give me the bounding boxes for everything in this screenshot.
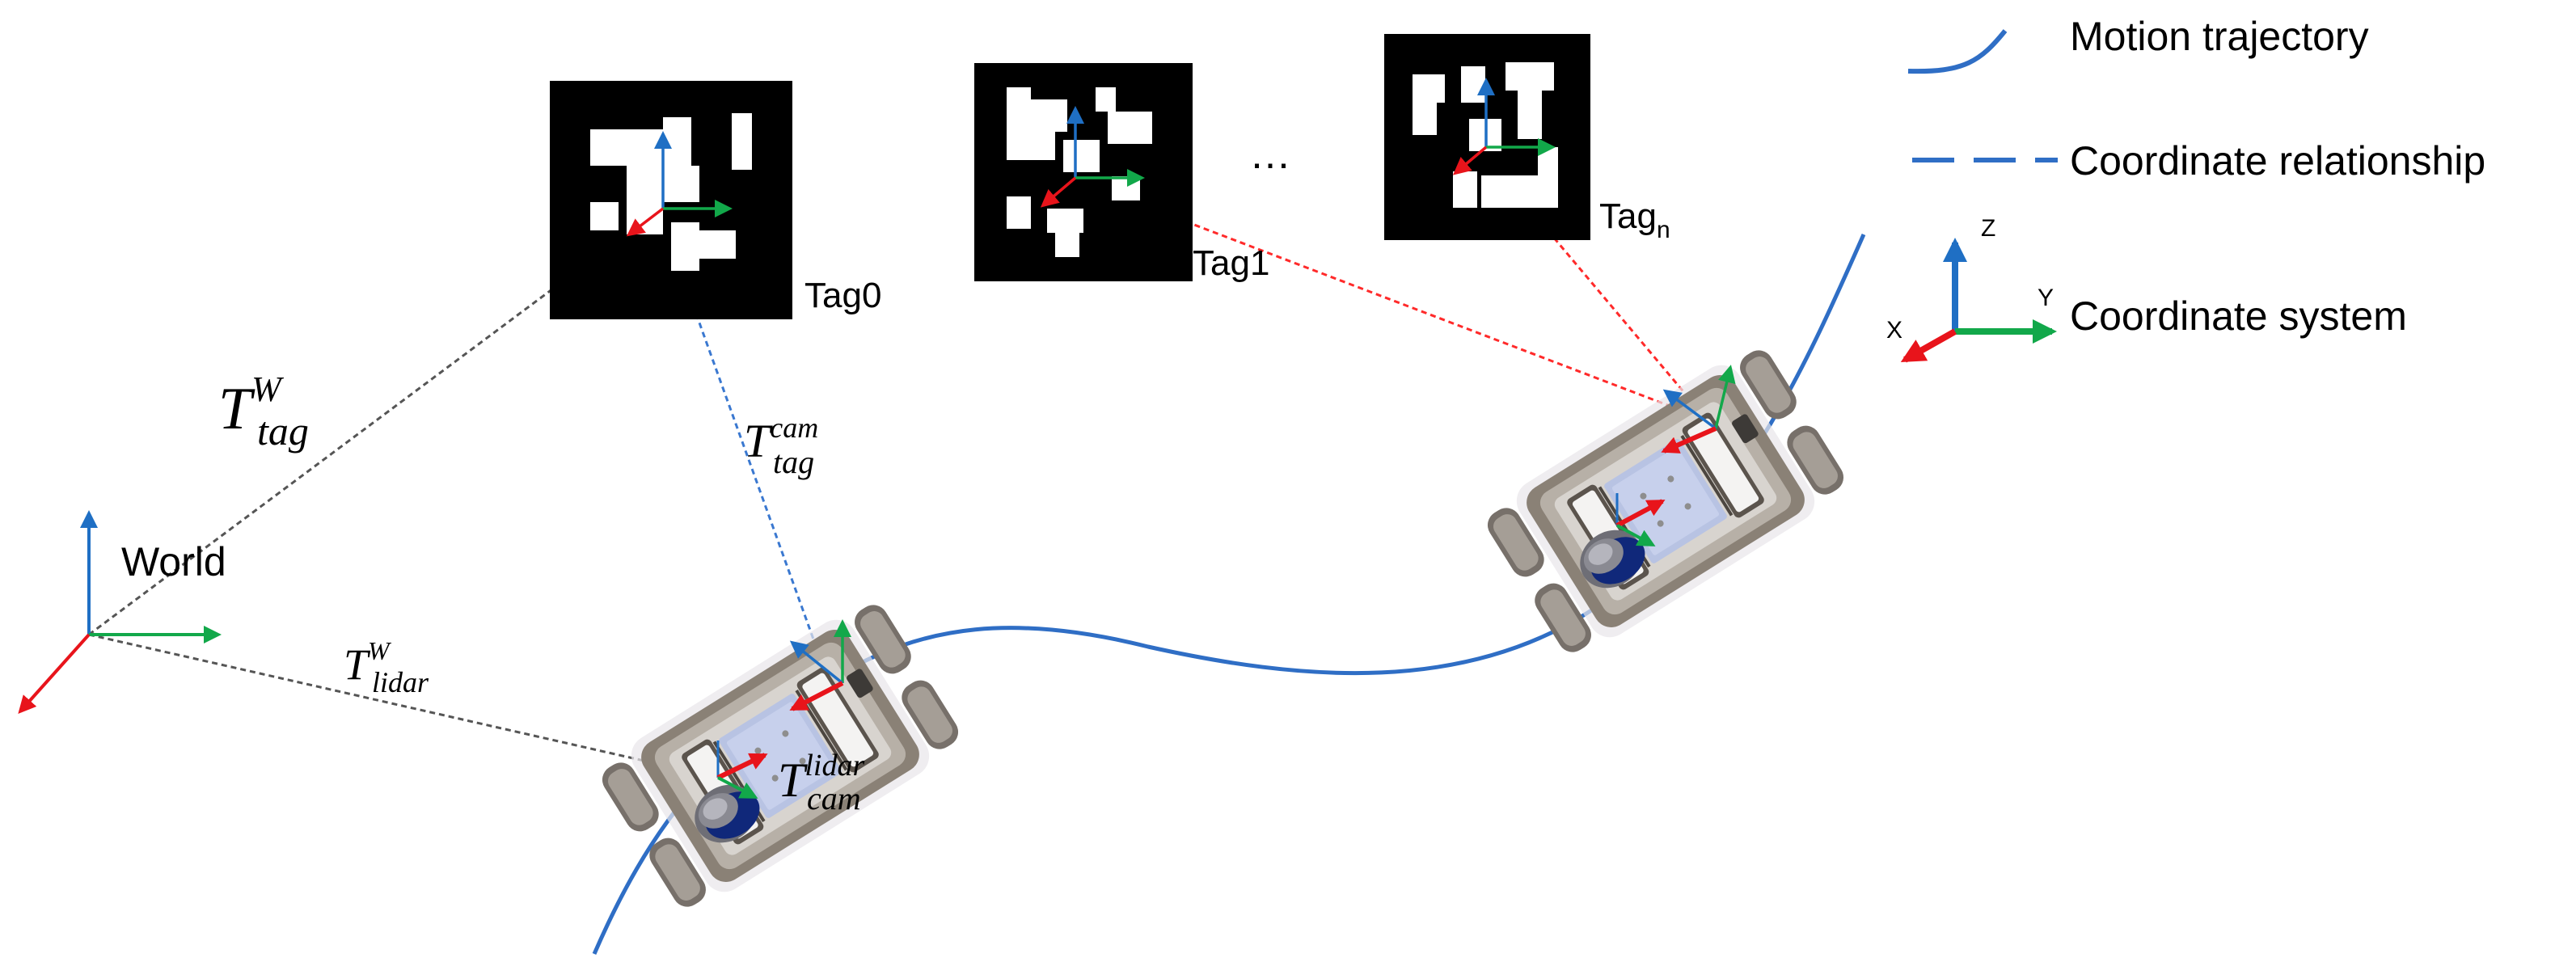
tags-ellipsis: … [1249, 131, 1291, 178]
world-lidar-link [88, 633, 712, 778]
tag0-marker [550, 81, 792, 319]
legend-trajectory-icon [1907, 29, 2008, 74]
camera-tag0-link [663, 226, 828, 676]
robot2-lidar-frame-icon [1615, 493, 1666, 546]
world-label: World [121, 539, 226, 584]
tag1-marker [974, 63, 1193, 281]
robot1-lidar-frame-icon [716, 740, 768, 799]
world-tag0-link [88, 228, 633, 636]
robot-car-icon [1476, 336, 1856, 666]
legend-axis-y: Y [2038, 285, 2054, 311]
tag1-label: Tag1 [1193, 243, 1269, 283]
tagn-label: Tagn [1599, 196, 1670, 243]
robot2-camera-frame-icon [1661, 365, 1736, 454]
legend-trajectory-label: Motion trajectory [2070, 14, 2369, 59]
tag0-label: Tag0 [804, 276, 881, 315]
legend-axis-x: X [1886, 317, 1902, 344]
tag0-frame-icon [626, 131, 733, 237]
tag1-frame-icon [1040, 106, 1145, 208]
legend-coordinate-frame-icon [1900, 238, 2057, 363]
tagn-frame-icon [1452, 78, 1556, 175]
legend-system-label: Coordinate system [2070, 293, 2407, 339]
legend-relationship-label: Coordinate relationship [2070, 138, 2485, 184]
legend-axis-z: Z [1981, 215, 1995, 242]
legend: Motion trajectory Coordinate relationshi… [1886, 14, 2485, 363]
world-frame-icon [18, 510, 222, 714]
robot1-camera-frame-icon [789, 619, 851, 711]
